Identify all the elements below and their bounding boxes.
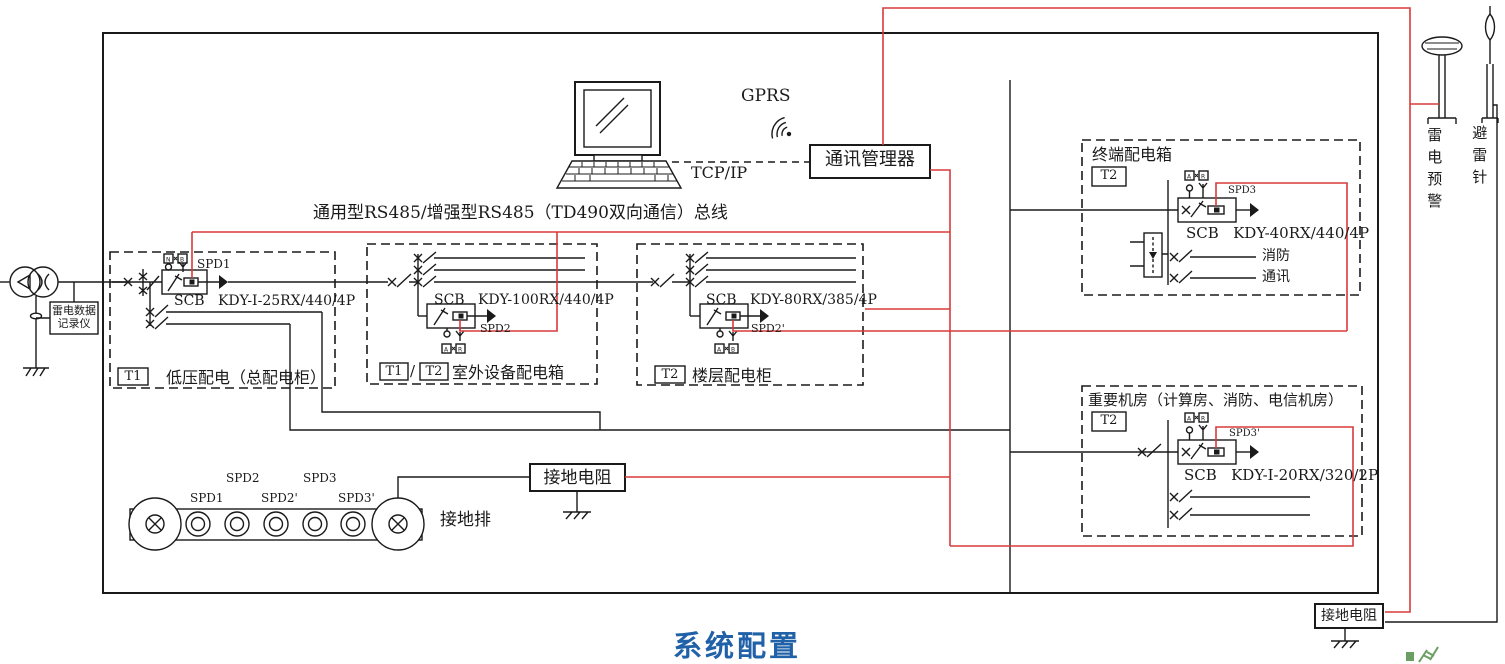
page-title: 系统配置 [672, 629, 801, 663]
tag-box-t2 [419, 362, 449, 381]
recorder-line1: 雷电数据 [52, 304, 96, 317]
bar-spd3-label: SPD3 [303, 471, 337, 485]
box3-spd-label: SPD2' [751, 322, 785, 335]
spd3-device [1177, 197, 1237, 223]
terminal-box-group: A R [1010, 139, 1361, 296]
computer-icon [555, 81, 810, 189]
tcpip-label: TCP/IP [691, 163, 748, 182]
box2-model: SCB KDY-100RX/440/4P [434, 292, 614, 308]
recorder-label: 雷电数据记录仪 [50, 304, 98, 330]
arrow-right [219, 275, 228, 289]
bar-spd2p-label: SPD2' [261, 491, 298, 505]
ground-resistor1-label: 接地电阻 [543, 468, 612, 488]
spd-mark: B [180, 257, 184, 264]
machine-room-spd-label: SPD3' [1229, 428, 1260, 439]
wifi-icon [771, 116, 792, 139]
box2-group: A R [366, 243, 653, 385]
box1-group: N B [109, 251, 1010, 431]
spd-mark: R [1201, 416, 1205, 423]
terminal-spd-label: SPD3 [1228, 185, 1256, 196]
arrow-right [1250, 203, 1259, 217]
spd-mark: N [166, 257, 171, 264]
box2-tag1: T1 [385, 364, 403, 379]
ground-symbol-left [23, 367, 49, 377]
tag-box-t1 [379, 362, 409, 381]
machine-room-group: A R [1010, 385, 1363, 537]
box3-group: A B [636, 243, 864, 386]
tag-box-t2 [1091, 166, 1127, 187]
box1-border [109, 251, 336, 389]
branch-fire-label: 消防 [1262, 248, 1290, 264]
tag-box-t2 [654, 365, 686, 384]
box2-tag2: T2 [425, 364, 443, 379]
main-border [102, 32, 1379, 594]
box3-name: 楼层配电柜 [692, 366, 773, 385]
arrow-right [1250, 445, 1259, 459]
spd-mark: A [717, 347, 722, 354]
tag-box-t2 [1091, 411, 1127, 432]
ground-bar-icon [128, 476, 530, 551]
box2-tag-sep: / [410, 362, 416, 380]
gprs-label: GPRS [741, 86, 791, 106]
spd-mark: A [1187, 174, 1192, 181]
branch-comm-label: 通讯 [1262, 269, 1290, 285]
machine-room-model: SCB KDY-I-20RX/320/2P [1184, 466, 1379, 484]
arrow-right [487, 309, 496, 323]
bar-spd1-label: SPD1 [190, 491, 224, 505]
bar-spd2-label: SPD2 [226, 471, 260, 485]
box1-spd-label: SPD1 [197, 257, 231, 271]
spd-mark: R [1201, 174, 1205, 181]
arrow-right [760, 309, 769, 323]
machine-room-tag: T2 [1100, 413, 1118, 428]
lightning-rod-icon [1385, 6, 1499, 623]
ground-resistor2-label: 接地电阻 [1321, 608, 1377, 624]
terminal-tag: T2 [1100, 168, 1118, 183]
machine-room-title: 重要机房（计算房、消防、电信机房） [1088, 391, 1344, 409]
comm-manager-box [809, 144, 931, 179]
terminal-border [1081, 139, 1361, 296]
logo-mark [1406, 646, 1439, 663]
box3-model: SCB KDY-80RX/385/4P [706, 292, 877, 308]
recorder-line2: 记录仪 [57, 316, 91, 330]
lightning-recorder-box [36, 282, 99, 335]
rs485-bus-label: 通用型RS485/增强型RS485（TD490双向通信）总线 [313, 203, 728, 223]
box1-model: SCB KDY-I-25RX/440/4P [174, 293, 356, 309]
lightning-warning-pole-icon [1421, 36, 1463, 124]
terminal-box-title: 终端配电箱 [1092, 145, 1173, 164]
spd-mark: R [458, 347, 462, 354]
lightning-rod-label: 避雷针 [1470, 125, 1489, 191]
box3-border [636, 243, 864, 386]
ground-bar-label: 接地排 [440, 510, 491, 530]
spd-mark: A [444, 347, 449, 354]
spd3p-device [1177, 439, 1237, 465]
tag-box-t1 [117, 367, 149, 386]
box1-name: 低压配电（总配电柜） [166, 368, 327, 387]
box1-tag: T1 [124, 369, 142, 384]
spd-mark: B [731, 347, 735, 354]
box2-spd-label: SPD2 [480, 322, 511, 335]
warning-pole-label: 雷电预警 [1425, 127, 1444, 215]
spd-mark: A [1187, 416, 1192, 423]
machine-room-border [1081, 385, 1363, 537]
bar-spd3p-label: SPD3' [338, 491, 375, 505]
box3-tag: T2 [661, 367, 679, 382]
red-signal-lines [191, 7, 1439, 613]
ground-resistor-2 [1314, 603, 1384, 649]
box2-name: 室外设备配电箱 [452, 363, 565, 382]
comm-manager-label: 通讯管理器 [825, 149, 915, 170]
terminal-model: SCB KDY-40RX/440/4P [1186, 224, 1370, 242]
box2-border [366, 243, 598, 385]
